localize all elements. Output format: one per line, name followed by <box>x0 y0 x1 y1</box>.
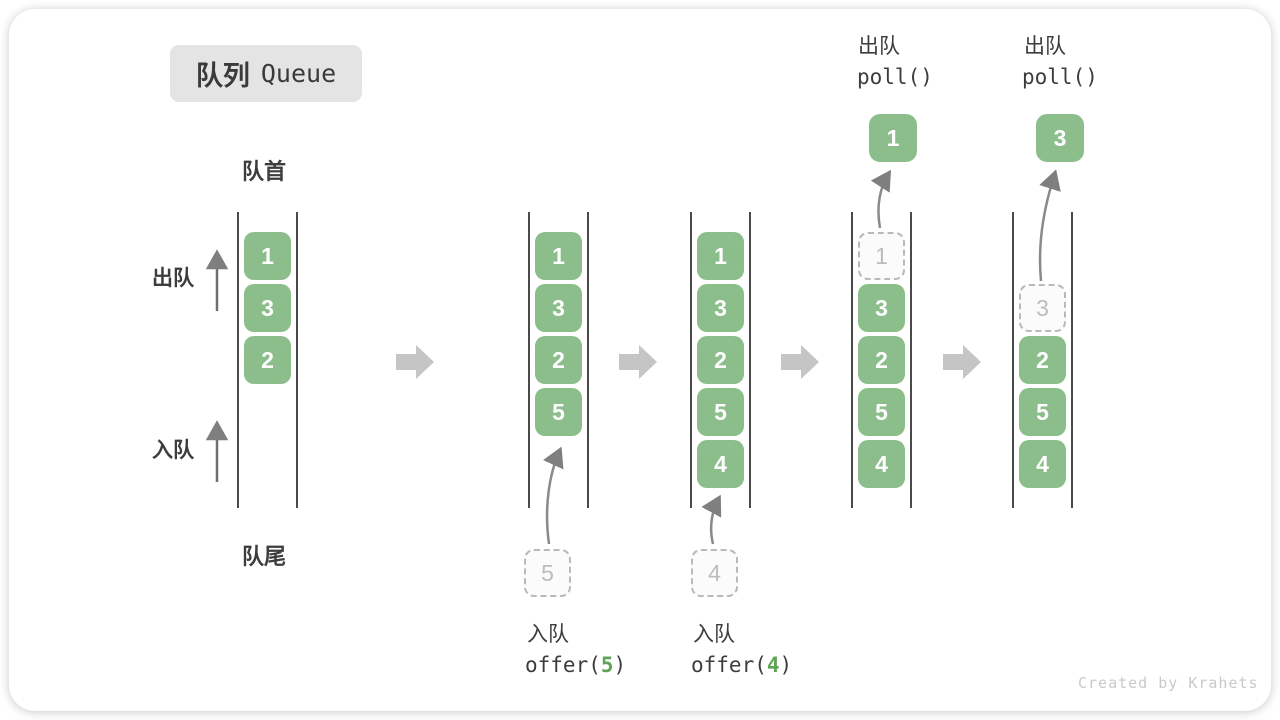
queue-item: 3 <box>858 284 905 332</box>
queue-item: 2 <box>1019 336 1066 384</box>
dequeue-op-code: poll() <box>1022 65 1098 89</box>
enqueue-side-label: 入队 <box>152 439 194 462</box>
queue-rear-label: 队尾 <box>242 544 287 569</box>
queue-wall <box>749 212 751 508</box>
queue-item: 3 <box>244 284 291 332</box>
code-close: ) <box>613 653 627 677</box>
queue-wall <box>587 212 589 508</box>
dequeue-op-label: 出队 <box>858 35 900 58</box>
removed-item-ghost: 3 <box>1019 284 1066 332</box>
enqueue-op-code: offer(5) <box>525 653 626 677</box>
queue-wall <box>296 212 298 508</box>
queue-item: 4 <box>697 440 744 488</box>
code-arg: 4 <box>766 653 780 677</box>
enqueue-op-label: 入队 <box>527 623 569 646</box>
diagram-card <box>9 9 1271 711</box>
dequeued-item: 3 <box>1036 114 1084 162</box>
enqueue-op-label: 入队 <box>693 623 735 646</box>
queue-front-label: 队首 <box>242 159 287 184</box>
queue-wall <box>910 212 912 508</box>
code-fn: offer( <box>525 653 601 677</box>
incoming-item-ghost: 5 <box>524 549 571 597</box>
queue-item: 5 <box>1019 388 1066 436</box>
title-zh: 队列 <box>195 61 250 91</box>
queue-item: 1 <box>535 232 582 280</box>
queue-wall <box>237 212 239 508</box>
code-fn: offer( <box>691 653 767 677</box>
removed-item-ghost: 1 <box>858 232 905 280</box>
queue-wall <box>851 212 853 508</box>
queue-item: 2 <box>697 336 744 384</box>
title-en: Queue <box>260 59 337 88</box>
dequeue-op-code: poll() <box>857 65 933 89</box>
queue-item: 1 <box>244 232 291 280</box>
queue-wall <box>528 212 530 508</box>
queue-wall <box>690 212 692 508</box>
title-badge: 队列 Queue <box>170 45 362 102</box>
incoming-item-ghost: 4 <box>691 549 738 597</box>
queue-item: 5 <box>858 388 905 436</box>
dequeue-op-label: 出队 <box>1024 35 1066 58</box>
queue-item: 5 <box>535 388 582 436</box>
watermark: Created by Krahets <box>1078 674 1259 692</box>
queue-item: 2 <box>858 336 905 384</box>
queue-item: 1 <box>697 232 744 280</box>
queue-item: 5 <box>697 388 744 436</box>
queue-item: 4 <box>858 440 905 488</box>
queue-item: 3 <box>535 284 582 332</box>
queue-wall <box>1012 212 1014 508</box>
dequeue-side-label: 出队 <box>152 267 194 290</box>
queue-item: 2 <box>244 336 291 384</box>
dequeued-item: 1 <box>869 114 917 162</box>
queue-item: 4 <box>1019 440 1066 488</box>
queue-wall <box>1071 212 1073 508</box>
code-close: ) <box>779 653 793 677</box>
enqueue-op-code: offer(4) <box>691 653 792 677</box>
code-arg: 5 <box>600 653 614 677</box>
queue-item: 3 <box>697 284 744 332</box>
queue-item: 2 <box>535 336 582 384</box>
